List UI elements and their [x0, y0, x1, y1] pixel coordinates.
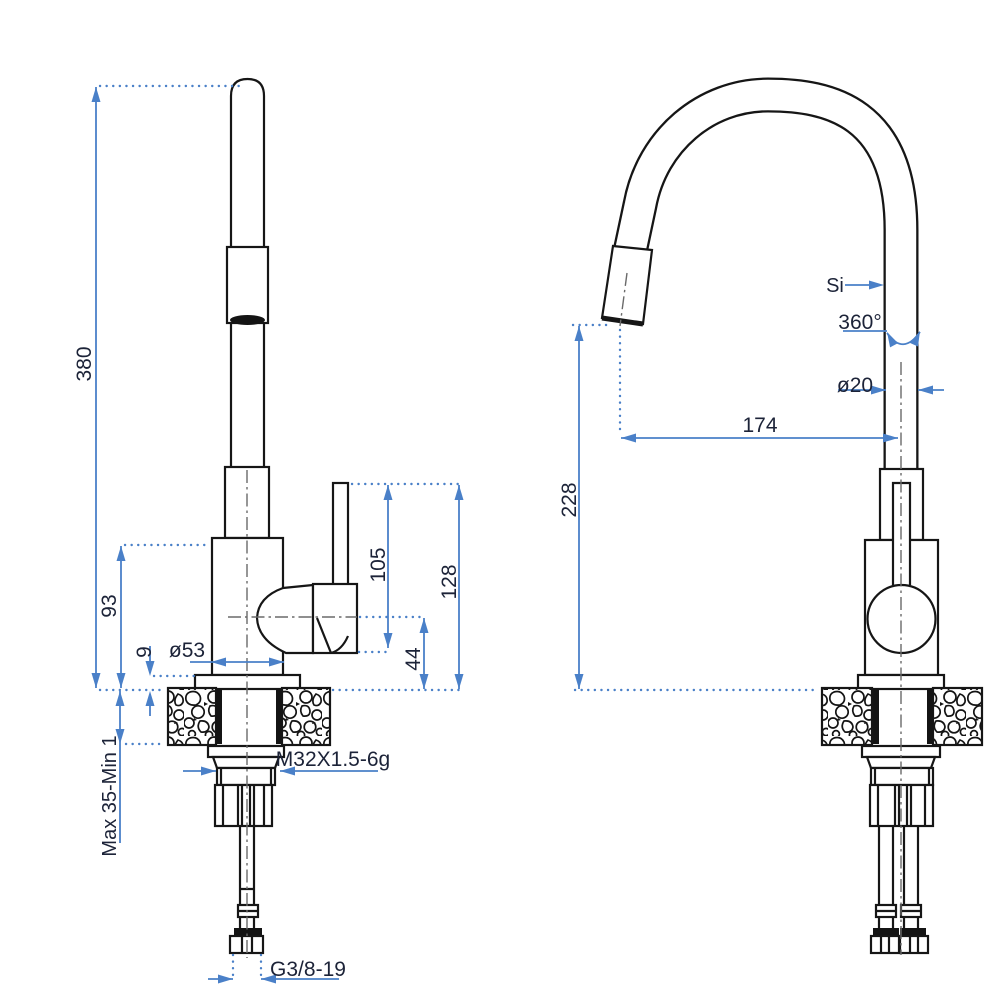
dim-handle-span: 105 — [367, 547, 390, 582]
side-threaded-shank — [869, 766, 935, 787]
front-view — [166, 77, 359, 955]
label-si: Si — [826, 275, 844, 297]
handle-lever — [331, 481, 350, 587]
dimension-labels: 380 93 9 Max 35-Min 1 ø53 105 128 44 M32… — [73, 275, 882, 981]
deck-right — [280, 686, 332, 747]
supply-hoses — [877, 826, 920, 928]
centerlines — [228, 272, 902, 958]
cartridge-circle — [866, 583, 937, 655]
dim-body-height: 93 — [98, 594, 121, 617]
side-deck-hole-edge-right — [927, 689, 933, 744]
handle-socket — [311, 582, 359, 655]
deck-left — [166, 686, 218, 747]
hose-nut-facets — [240, 936, 254, 953]
side-deck-left — [820, 686, 874, 747]
aerator-outlet — [230, 315, 265, 325]
side-deck-hole-edge-left — [873, 689, 879, 744]
threaded-shank — [215, 766, 277, 787]
dim-shank-thread: M32X1.5-6g — [276, 748, 390, 771]
hose-nut-right — [898, 934, 930, 955]
hose-ferrule-right — [900, 928, 926, 936]
side-mounting-nut-tabs — [876, 785, 927, 826]
extension-lines — [98, 84, 820, 977]
sprayer-collar — [225, 245, 270, 325]
under-deck-ring — [206, 744, 286, 759]
deck-hole-edge-right — [276, 689, 282, 744]
dimension-lines — [95, 87, 944, 980]
dim-outlet-height: 228 — [558, 482, 581, 517]
dim-handle-top-height: 128 — [438, 564, 461, 599]
shank-taper — [211, 755, 281, 770]
mounting-nut — [213, 783, 274, 828]
dim-supply-thread: G3/8-19 — [270, 958, 346, 981]
dim-column-diameter: ø20 — [837, 374, 873, 397]
thread-lines — [219, 768, 273, 785]
dim-pivot-height: 44 — [402, 647, 425, 671]
gooseneck-fill — [615, 79, 917, 490]
sprayer-face — [601, 315, 644, 327]
hose-ferrule-left — [873, 928, 899, 936]
sprayer-head — [600, 244, 654, 326]
side-deck-right — [931, 686, 984, 747]
dim-spout-reach: 174 — [742, 414, 777, 437]
sprayer-axis-centerline — [619, 272, 628, 327]
mounting-nut-tabs — [221, 785, 266, 826]
side-view — [600, 77, 984, 955]
dim-mounting-thickness: Max 35-Min 1 — [99, 735, 121, 856]
valve-cone — [255, 583, 315, 655]
hose-nut-facets-side — [879, 936, 920, 953]
arrowheads — [91, 87, 933, 984]
dim-total-height: 380 — [73, 346, 96, 381]
side-thread-lines — [873, 768, 931, 785]
dim-body-diameter: ø53 — [169, 639, 205, 662]
dim-swivel-angle: 360° — [838, 311, 881, 334]
handle-socket-detail — [315, 617, 350, 655]
deck-hole-edge-left — [216, 689, 222, 744]
dim-flange-height: 9 — [133, 646, 156, 658]
hose-nut-left — [869, 934, 901, 955]
hose-ferrule — [234, 928, 262, 936]
